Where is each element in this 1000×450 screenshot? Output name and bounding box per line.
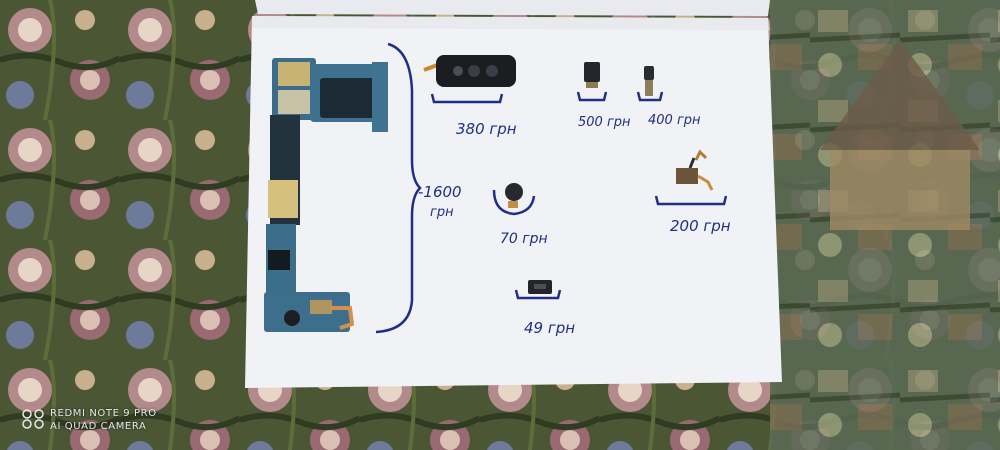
camera-watermark-icon	[22, 409, 44, 429]
watermark-camera: AI QUAD CAMERA	[50, 421, 147, 432]
tapestry-roof	[820, 40, 980, 150]
speaker-price: 49 грн	[524, 319, 575, 337]
mainboard-price: -1600	[418, 183, 462, 201]
small-camera-price: 400 грн	[648, 113, 701, 128]
flex-cable-part	[676, 149, 714, 191]
flex-cable-price: 200 грн	[670, 217, 731, 235]
watermark-model: REDMI NOTE 9 PRO	[50, 408, 157, 419]
speaker-part	[528, 280, 552, 294]
small-camera-part	[644, 66, 654, 96]
mainboard-price-unit: грн	[430, 205, 454, 220]
vibro-motor-part	[505, 183, 523, 208]
mainboard-bracket	[375, 42, 422, 334]
front-camera-price: 500 грн	[578, 115, 631, 130]
vibro-motor-price: 70 грн	[500, 231, 548, 247]
front-camera-part	[584, 62, 600, 88]
back-paper-sheet	[255, 0, 770, 16]
mainboard	[264, 58, 388, 332]
camera-glass-part	[423, 55, 516, 87]
tapestry-house-wall	[830, 150, 970, 230]
camera-glass-price: 380 грн	[456, 120, 517, 138]
